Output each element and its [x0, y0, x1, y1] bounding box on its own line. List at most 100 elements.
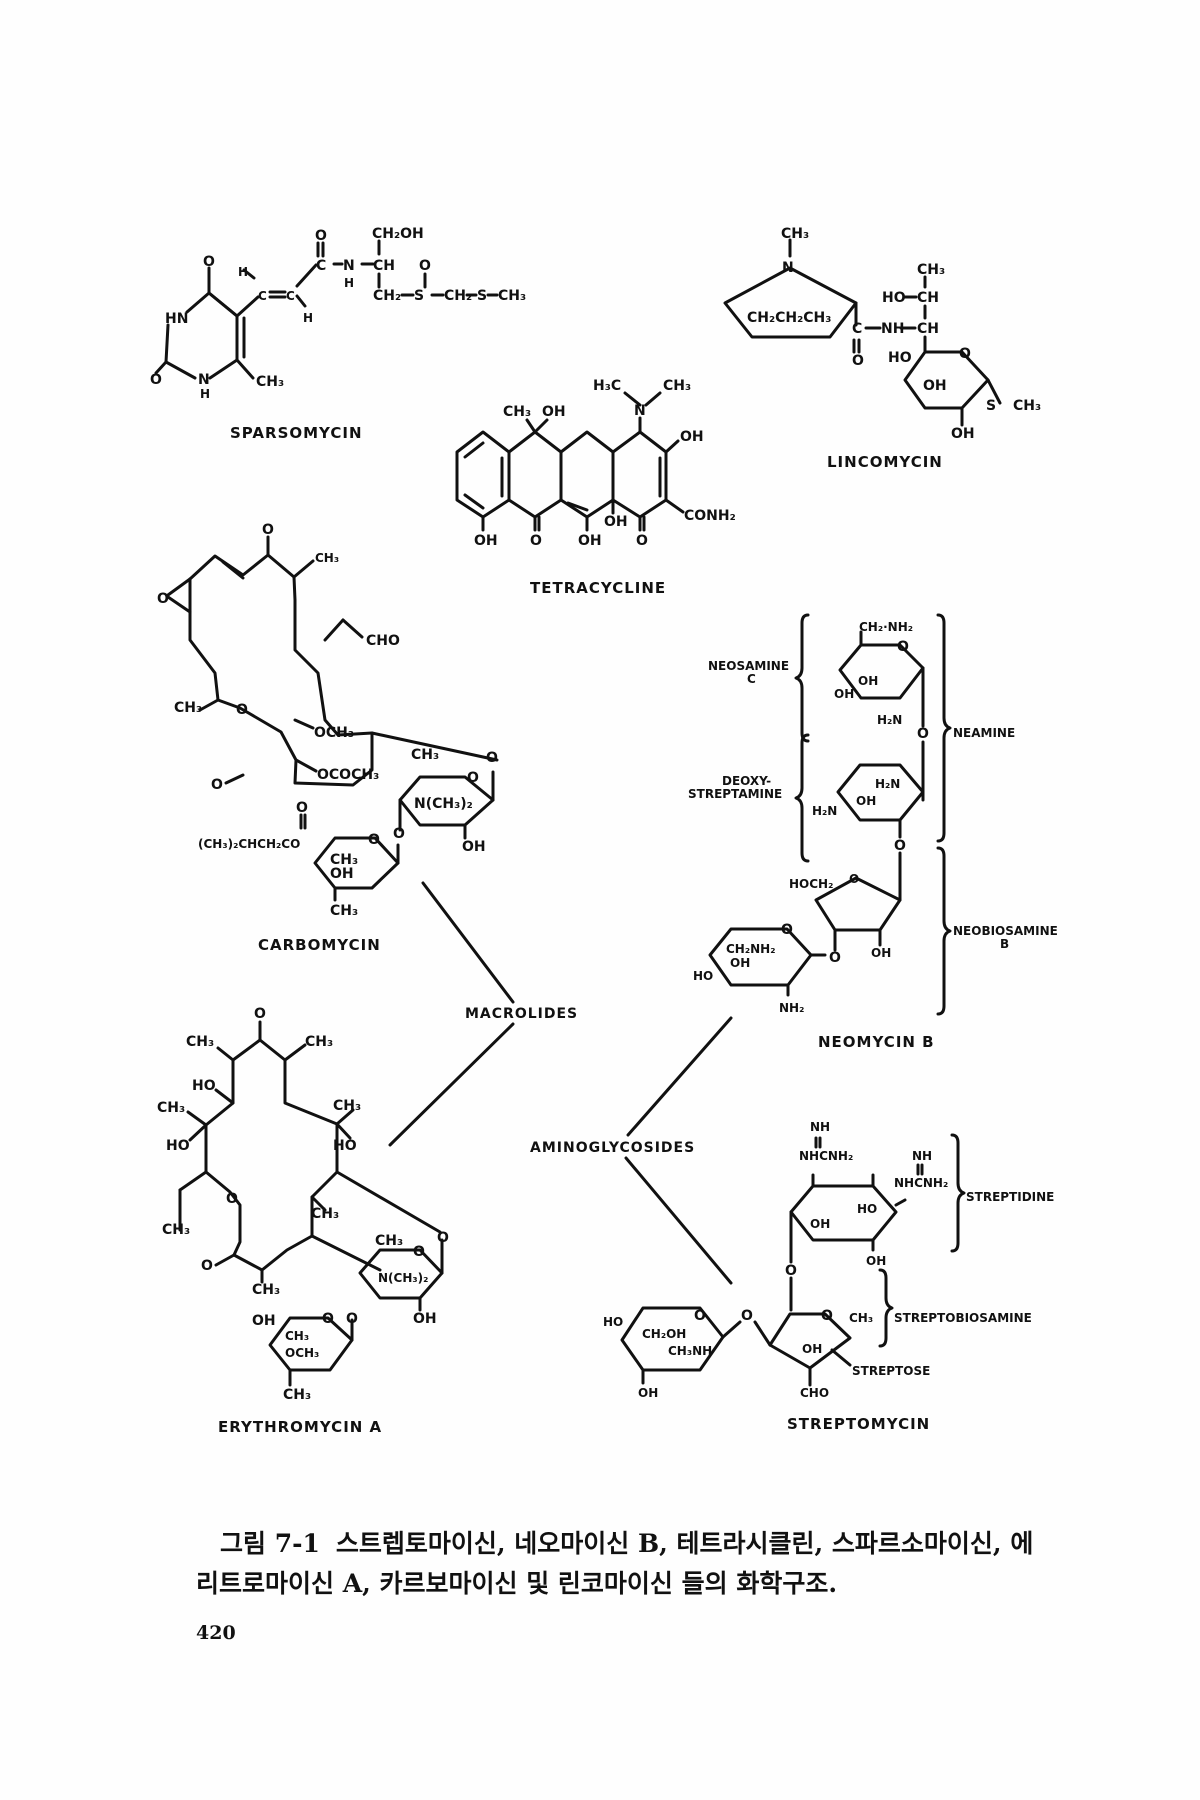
atom-label: O — [785, 1263, 797, 1279]
atom-label: O — [849, 872, 859, 886]
ring-c — [559, 430, 615, 519]
atom-label: CH₃NH — [668, 1344, 712, 1358]
atom-label: CH₃ — [663, 378, 691, 394]
atom-label: CH₃ — [256, 374, 284, 390]
atom-label: O — [393, 826, 405, 842]
compound-name-carbomycin: CARBOMYCIN — [258, 936, 381, 954]
atom-label: CH₃ — [781, 226, 809, 242]
atom-label: O — [829, 950, 841, 966]
atom-label: CH₃ — [283, 1387, 311, 1403]
bond — [566, 501, 589, 512]
bond — [166, 577, 192, 597]
bond — [295, 263, 318, 288]
tetracycline-structure: H₃C CH₃ N CH₃ OH OH CONH₂ OH O OH OH O T… — [455, 378, 736, 597]
bracket-label-neosamine: NEOSAMINE — [708, 659, 789, 673]
atom-label: H — [344, 276, 354, 290]
ring-b — [507, 430, 563, 519]
bond — [292, 559, 315, 579]
bond — [335, 1170, 442, 1234]
atom-label: CH — [917, 321, 939, 337]
pyrrolidine-ring — [723, 266, 858, 339]
atom-label: O — [530, 533, 542, 549]
bond — [154, 360, 168, 375]
atom-label: O — [437, 1230, 449, 1246]
bond — [164, 323, 170, 364]
bond — [293, 718, 315, 730]
atom-label: OCH₃ — [285, 1346, 319, 1360]
bracket-label-deoxystreptamine: STREPTAMINE — [688, 787, 782, 801]
atom-label: O — [150, 372, 162, 388]
carbomycin-structure: O CH₃ O CHO CH₃ O OCH₃ O OCOCH₃ CH₃ O O … — [157, 522, 499, 954]
bond — [894, 1198, 907, 1207]
bracket-label-streptose: STREPTOSE — [852, 1364, 930, 1378]
bracket-label-streptobiosamine: STREPTOBIOSAMINE — [894, 1311, 1032, 1325]
atom-label: S — [414, 288, 424, 304]
atom-label: OH — [951, 426, 975, 442]
atom-label: HO — [166, 1138, 190, 1154]
compound-name-sparsomycin: SPARSOMYCIN — [230, 424, 363, 442]
atom-label: NHCNH₂ — [894, 1176, 948, 1190]
atom-label: (CH₃)₂CHCH₂CO — [198, 837, 300, 851]
atom-label: CH₃ — [503, 404, 531, 420]
atom-label: NH — [810, 1120, 830, 1134]
bond — [242, 268, 256, 280]
bond — [216, 1046, 235, 1062]
atom-label: CH₃ — [330, 903, 358, 919]
bond — [186, 1110, 208, 1127]
atom-label: NH — [881, 321, 904, 337]
bond — [463, 493, 485, 510]
atom-label: S — [477, 288, 487, 304]
atom-label: OH — [730, 956, 750, 970]
bond — [235, 295, 260, 318]
bond — [214, 1253, 236, 1267]
atom-label: OH — [858, 674, 878, 688]
atom-label: O — [821, 1308, 833, 1324]
connector-line-erythromycin — [388, 1022, 515, 1147]
page-number: 420 — [196, 1622, 236, 1644]
compound-name-lincomycin: LINCOMYCIN — [827, 453, 943, 471]
atom-label: CH₃ — [411, 747, 439, 763]
atom-label: CH₃ — [157, 1100, 185, 1116]
bond — [295, 294, 307, 308]
atom-label: O — [315, 228, 327, 244]
atom-label: OH — [810, 1217, 830, 1231]
atom-label: C — [286, 289, 295, 303]
compound-name-erythromycin-a: ERYTHROMYCIN A — [218, 1418, 382, 1436]
atom-label: O — [894, 838, 906, 854]
atom-label: H₃C — [593, 378, 621, 394]
atom-label: O — [852, 353, 864, 369]
atom-label: O — [917, 726, 929, 742]
caption-text: 스트렙토마이신, 네오마이신 B, 테트라시클린, 스파르소마이신, 에리트로마… — [196, 1529, 1034, 1598]
atom-label: OH — [330, 866, 354, 882]
connector-line-carbomycin — [421, 881, 515, 1004]
atom-label: O — [897, 639, 909, 655]
bond — [623, 391, 642, 407]
bracket — [794, 613, 810, 743]
bracket-label-streptidine: STREPTIDINE — [966, 1190, 1054, 1204]
atom-label: CH₃ — [375, 1233, 403, 1249]
atom-label: C — [258, 289, 267, 303]
bond — [283, 1043, 307, 1062]
classification-connectors: MACROLIDES AMINOGLYCOSIDES — [388, 881, 733, 1285]
bond — [533, 418, 549, 434]
atom-label: H — [303, 311, 313, 325]
atom-label: N — [198, 372, 210, 388]
bond — [208, 358, 239, 380]
bond — [235, 358, 255, 380]
atom-label: HO — [857, 1202, 877, 1216]
compound-name-neomycin-b: NEOMYCIN B — [818, 1033, 935, 1051]
bond — [294, 758, 318, 773]
atom-label: HO — [603, 1315, 623, 1329]
sparsomycin-structure: O H C C H O C N H CH₂OH CH CH₂ S O CH₂ S… — [150, 226, 526, 442]
bracket-label-neosamine-sub: C — [747, 672, 756, 686]
bond — [525, 418, 537, 434]
bond — [178, 1170, 208, 1192]
atom-label: OH — [802, 1342, 822, 1356]
atom-label: HN — [165, 311, 188, 327]
bracket-label-deoxystreptamine: DEOXY- — [722, 774, 771, 788]
atom-label: O — [201, 1258, 213, 1274]
atom-label: OCH₃ — [314, 725, 354, 741]
streptidine-ring — [789, 1184, 898, 1242]
bond — [164, 360, 197, 380]
